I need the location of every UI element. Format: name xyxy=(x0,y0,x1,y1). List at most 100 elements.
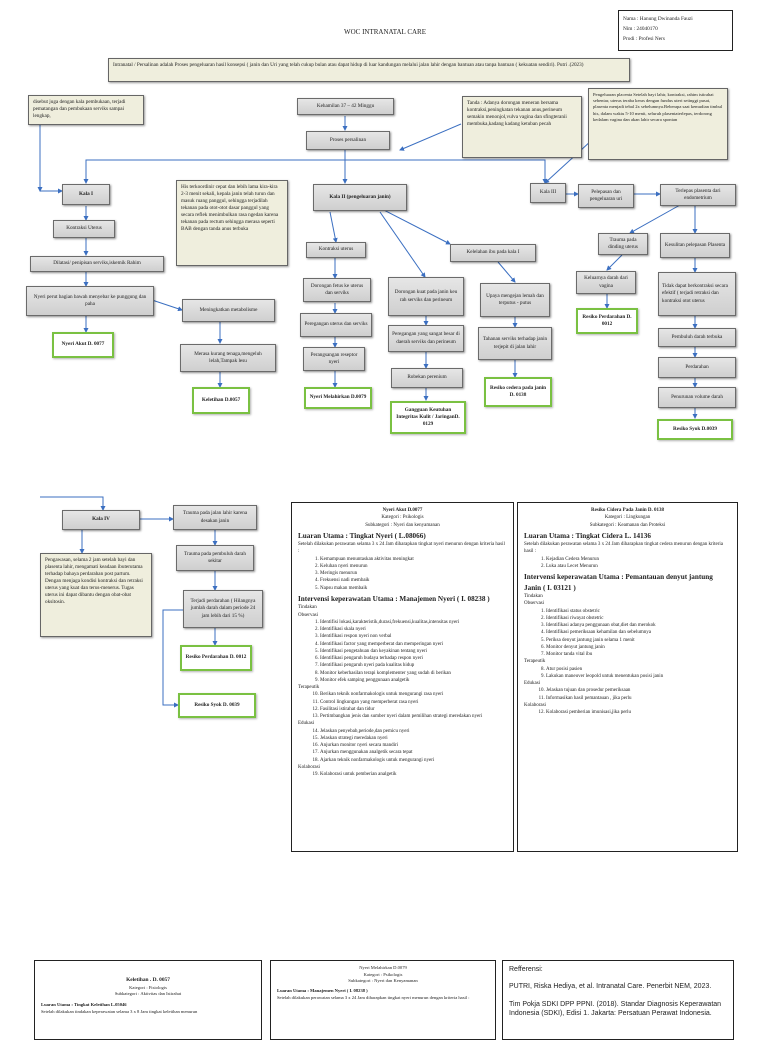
panel-tindakan: Tindakan xyxy=(524,594,543,600)
list-item: Identifikasi riwayat obstetric xyxy=(546,615,731,622)
pembuluh-node: Pembuluh darah terbuka xyxy=(658,328,736,347)
panel-luaran-desc: Setelah dilakukan tindakan keperawatan s… xyxy=(41,1008,198,1014)
upaya-node: Upaya mengejan lemah dan terputus - putu… xyxy=(480,283,550,317)
panel-luaran: Luaran Utama : Tingkat Cidera L. 14136 xyxy=(524,531,651,540)
identity-name: Nama : Hanung Dwinanda Fauzi xyxy=(623,16,693,22)
list-item: Jelaskan tujuan dan prosedur pemeriksaan xyxy=(546,687,731,694)
panel-edukasi: Edukasi xyxy=(298,721,315,727)
panel-intervensi: Intervensi keperawatan Utama : Pemantaua… xyxy=(524,573,713,592)
peregangan-besar-node: Peregangan yang sangat besar di daerah s… xyxy=(388,325,464,352)
syok2-diagnosis: Resiko Syok D. 0039 xyxy=(178,693,256,718)
kesulitan-node: Kesulitan pelepasan Plasenta xyxy=(660,233,730,258)
panel-kolaborasi: Kolaborasi xyxy=(524,702,546,708)
panel-subkategori: Subkategori : Keamanan dan Proteksi xyxy=(589,522,666,528)
terlepas-node: Terlepas plasenta dari endometrium xyxy=(660,184,736,206)
panel-observasi: Observasi xyxy=(298,612,318,618)
observasi-list: Identifisi lokasi,karakteristik,durasi,f… xyxy=(298,619,507,684)
list-item: Meringis menurun xyxy=(320,570,507,577)
panel-luaran: Luaran Utama : Manajemen Nyeri ( I. 0823… xyxy=(277,987,368,993)
list-item: Identifikasi status obstetric xyxy=(546,608,731,615)
list-item: Napsu makan membaik xyxy=(320,585,507,592)
list-item: Control lingkungan yang memperberat rasa… xyxy=(320,699,507,706)
pelepasan-node: Pelepasan dan pengeluaran uri xyxy=(578,184,634,208)
page-title: WOC INTRANATAL CARE xyxy=(343,28,426,36)
list-item: Jelaskan penyebab,periode,dan pemicu nye… xyxy=(320,728,507,735)
list-item: Monitor efek samping penggunaan analgeti… xyxy=(320,677,507,684)
kelelahan-node: Kelelahan ibu pada kala I xyxy=(450,244,536,262)
list-item: Identifisi lokasi,karakteristik,durasi,f… xyxy=(320,619,507,626)
list-item: Lakukan maneuver leopold untuk menentuka… xyxy=(546,673,731,680)
definition-box: Intranatal / Persalinan adalah Proses pe… xyxy=(108,58,630,82)
nyeri-melahirkan-panel: Nyeri Melahirkan D.0079 Kategori : Psiko… xyxy=(270,960,496,1040)
panel-title: Nyeri Akut D.0077 xyxy=(382,508,423,513)
list-item: Kemampuan menuntaskan aktivitas meningka… xyxy=(320,556,507,563)
cedera-janin-panel: Resiko Cidera Pada Janin D. 0138 Kategor… xyxy=(517,502,738,852)
panel-luaran: Luaran Utama : Tingkat Nyeri ( L.08066) xyxy=(298,531,426,540)
panel-intervensi: Intervensi keperawatan Utama : Manajemen… xyxy=(298,594,490,603)
panel-subkategori: Subkategori : Nyeri dan Kenyamanan xyxy=(348,978,418,984)
reference-item: PUTRI, Riska Hediya, et al. Intranatal C… xyxy=(509,983,712,991)
kala4-node: Kala IV xyxy=(62,510,140,530)
edukasi-list: Jelaskan penyebab,periode,dan pemicu nye… xyxy=(298,728,507,764)
panel-title: Resiko Cidera Pada Janin D. 0138 xyxy=(590,508,665,513)
panel-luaran: Luaran Utama : Tingkat Keletihan L.05046 xyxy=(41,1002,127,1008)
panel-luaran-desc: Setelah dilakukan perawatan selama 3 x 2… xyxy=(277,994,470,1000)
peregangan-uterus-node: Peregangan uterus dan serviks xyxy=(300,313,372,337)
gangguan-diagnosis: Gangguan Keutuhan Integritas Kulit / Jar… xyxy=(390,401,466,434)
list-item: Identifikasi factor yang memperberat dan… xyxy=(320,641,507,648)
list-item: Monitor keberhasilan terapi komplementer… xyxy=(320,670,507,677)
kolaborasi-list: Kolaborasi untuk pemberian analgetik xyxy=(298,771,507,778)
panel-luaran-desc: Setelah dilakukan perawatan selama 3 x 2… xyxy=(524,542,723,555)
perdarahan-r2-diagnosis: Resiko Perdarahan D. 0012 xyxy=(180,645,252,671)
list-item: Anjurkan monitor nyeri secara mandiri xyxy=(320,742,507,749)
robekan-node: Robekan perenium xyxy=(391,368,463,388)
perdarahan-r1-diagnosis: Resiko Perdarahan D. 0012 xyxy=(576,308,638,334)
tahanan-node: Tahanan serviks terhadap janin terjepit … xyxy=(478,327,552,360)
list-item: Monitor tanda vital ibu xyxy=(546,651,731,658)
identity-nim: Nim : 24040170 xyxy=(623,26,658,33)
kala2-node: Kala II (pengeluaran janin) xyxy=(313,184,407,211)
identity-box: Nama : Hanung Dwinanda Fauzi Nim : 24040… xyxy=(618,10,733,51)
kriteria-list: Kejadian Cedera Menurun Luka atau Lecet … xyxy=(524,556,731,571)
terapeutik-list: Atur posisi pasien Lakukan maneuver leop… xyxy=(524,666,731,681)
list-item: Kolaborasi pemberian imunisasi,jika perl… xyxy=(546,709,731,716)
list-item: Anjurkan menggunakan analgetik secara te… xyxy=(320,749,507,756)
kontraksi-uterus-node: Kontraksi Uterus xyxy=(53,220,115,238)
panel-luaran-desc: Setelah dilakukan perawatan selama 3 x 2… xyxy=(298,542,505,555)
penurunan-node: Penurunan volume darah xyxy=(658,387,736,408)
nyeri-melahirkan-diagnosis: Nyeri Melahirkan D.0079 xyxy=(304,387,372,409)
kala1-node: Kala I xyxy=(62,184,110,205)
list-item: Keluhan nyeri menurun xyxy=(320,563,507,570)
list-item: Berikan teknik nonfarmakologis untuk men… xyxy=(320,691,507,698)
lelah-node: Merasa kurang tenaga,mengeluh lelah,Tamp… xyxy=(180,344,276,372)
cedera-janin-diagnosis: Resiko cedera pada janin D. 0138 xyxy=(484,377,552,407)
observasi-list: Identifikasi status obstetric Identifika… xyxy=(524,608,731,659)
list-item: Fasilitasi istirahat dan tidur xyxy=(320,706,507,713)
panel-kolaborasi: Kolaborasi xyxy=(298,764,320,770)
list-item: Identifikasi adanya penggunaan obat,diet… xyxy=(546,622,731,629)
panel-kategori: Kategori : Psikologis xyxy=(363,971,403,977)
panel-kategori: Kategori : Fisiologis xyxy=(129,984,167,990)
references-title: Refferensi: xyxy=(509,966,543,973)
dorongan-fetus-node: Dorongan fetus ke uterus dan serviks xyxy=(303,278,371,302)
dilatasi-node: Dilatasi/ penipisan serviks,iskemik Rahi… xyxy=(30,256,164,272)
nyeri-perut-node: Nyeri perut bagian bawah menyebar ke pun… xyxy=(26,286,154,316)
dorongan-kuat-node: Dorongan kuat pada janin keu rah serviks… xyxy=(388,277,464,316)
list-item: Identifikasi pengaruh nyeri pada kualita… xyxy=(320,662,507,669)
list-item: Luka atau Lecet Menurun xyxy=(546,563,731,570)
metabolisme-node: Meningkatkan metabolisme xyxy=(182,299,275,322)
kolaborasi-list: Kolaborasi pemberian imunisasi,jika perl… xyxy=(524,709,731,716)
list-item: Identifikasi skala nyeri xyxy=(320,626,507,633)
list-item: Periksa denyut jantung janin selama 1 me… xyxy=(546,637,731,644)
kala4-note: Pengawasan, selama 2 jam setelah bayi da… xyxy=(40,553,152,637)
panel-observasi: Observasi xyxy=(524,601,544,607)
list-item: Kejadian Cedera Menurun xyxy=(546,556,731,563)
trauma-jalan-node: Trauma pada jalan lahir karena desakan j… xyxy=(173,505,257,530)
list-item: Jelaskan strategi meredakan nyeri xyxy=(320,735,507,742)
panel-kategori: Kategori : Psikologis xyxy=(381,515,424,521)
tidak-dapat-node: Tidak dapat berkontraksi secara efektif … xyxy=(658,272,736,316)
list-item: Identifikasi pengetahuan dan keyakinan t… xyxy=(320,648,507,655)
tanda-note: Tanda : Adanya dorongan meneran bersama … xyxy=(462,96,582,158)
trauma-dinding-node: Trauma pada dinding uterus xyxy=(598,233,648,255)
panel-title: Nyeri Melahirkan D.0079 xyxy=(359,965,407,970)
